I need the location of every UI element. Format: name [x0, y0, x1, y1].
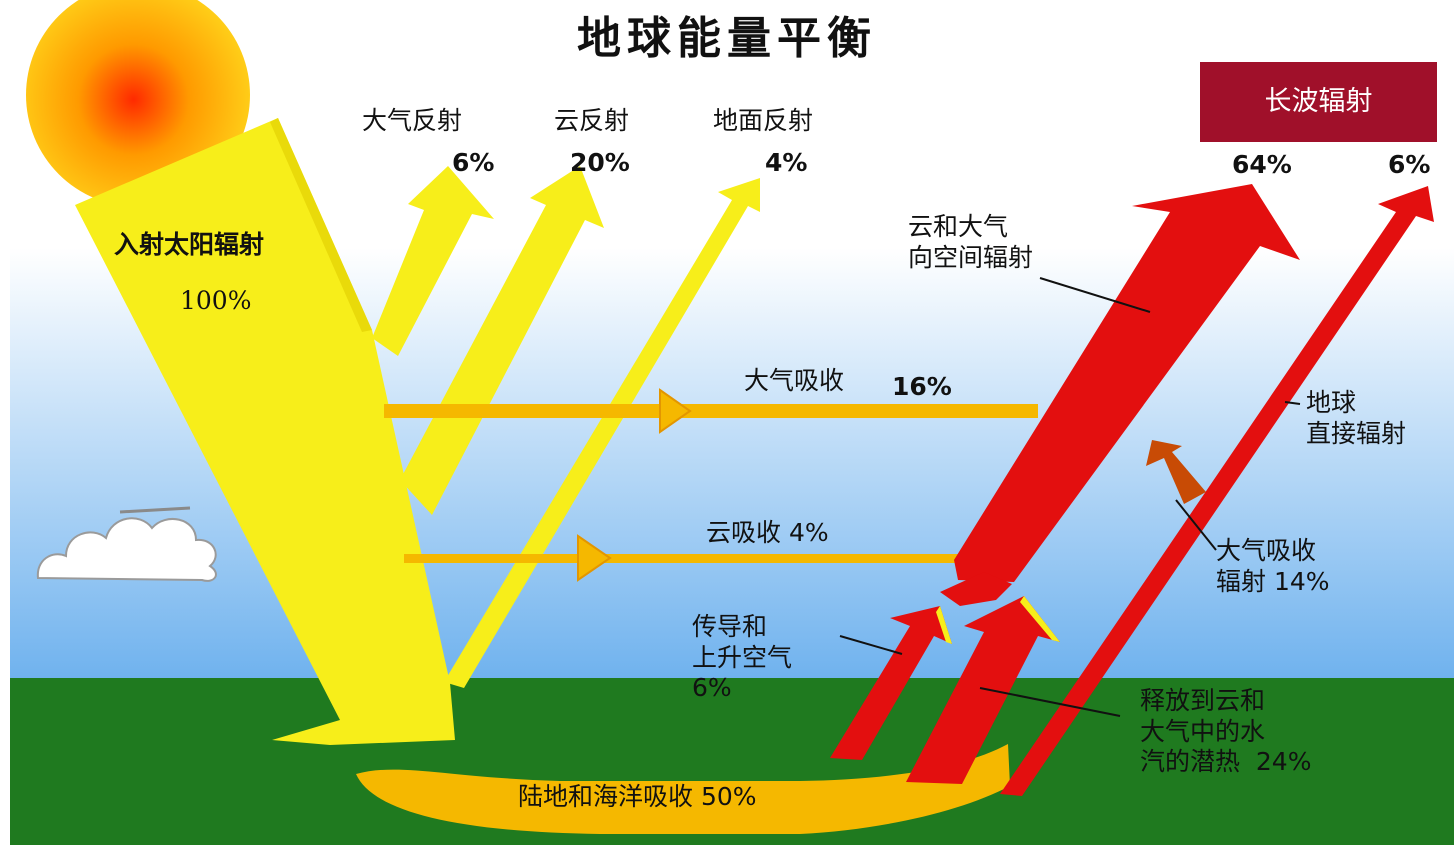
incoming-solar-arrow [75, 118, 455, 745]
atm-absorb-label: 大气吸收 [744, 366, 845, 395]
atm-reflect-label: 大气反射 [362, 106, 463, 135]
cloud-icon [36, 506, 217, 582]
cloud-reflect-label: 云反射 [554, 106, 630, 135]
incoming-solar-shaft-highlight [270, 118, 372, 332]
cloud-atm-emission-arrow [954, 184, 1300, 582]
surface-absorb-band [356, 744, 1010, 834]
longwave-label: 长波辐射 [1200, 62, 1437, 142]
surface-absorb-label: 陆地和海洋吸收 50% [518, 782, 757, 811]
cloud-atm-emission-label: 云和大气 向空间辐射 [908, 212, 1034, 272]
atm-absorb-radiation-arrow [1146, 440, 1206, 504]
atm-absorb-radiation-label: 大气吸收 辐射 14% [1216, 536, 1330, 596]
surface-to-atm-channel [940, 572, 1012, 606]
latent-heat-arrow [906, 596, 1060, 784]
atm-absorb-arrow [384, 388, 1038, 434]
atm-absorb-value: 16% [892, 372, 952, 401]
longwave-value-2: 6% [1388, 150, 1431, 179]
earth-direct-label: 地球 直接辐射 [1306, 388, 1407, 448]
incoming-solar-value: 100% [180, 286, 252, 315]
atm-reflect-value: 6% [452, 148, 495, 177]
atm-reflect-arrow [372, 166, 494, 356]
ground-reflect-label: 地面反射 [713, 106, 814, 135]
conduction-arrow-edge [936, 606, 952, 644]
cloud-absorb-label: 云吸收 4% [706, 518, 829, 547]
incoming-solar-label: 入射太阳辐射 [114, 230, 265, 259]
leader-lines [839, 277, 1301, 717]
conduction-arrow [830, 606, 952, 760]
earth-direct-arrow [1000, 186, 1434, 796]
longwave-value-1: 64% [1232, 150, 1292, 179]
page-title: 地球能量平衡 [577, 13, 877, 64]
latent-heat-arrow-edge [1020, 596, 1060, 642]
conduction-label: 传导和 上升空气 6% [692, 612, 793, 702]
ground-reflect-value: 4% [765, 148, 808, 177]
latent-heat-label: 释放到云和 大气中的水 汽的潜热 24% [1140, 686, 1312, 776]
cloud-reflect-value: 20% [570, 148, 630, 177]
cloud-reflect-arrow [400, 166, 604, 515]
cloud-absorb-arrow [404, 534, 976, 582]
